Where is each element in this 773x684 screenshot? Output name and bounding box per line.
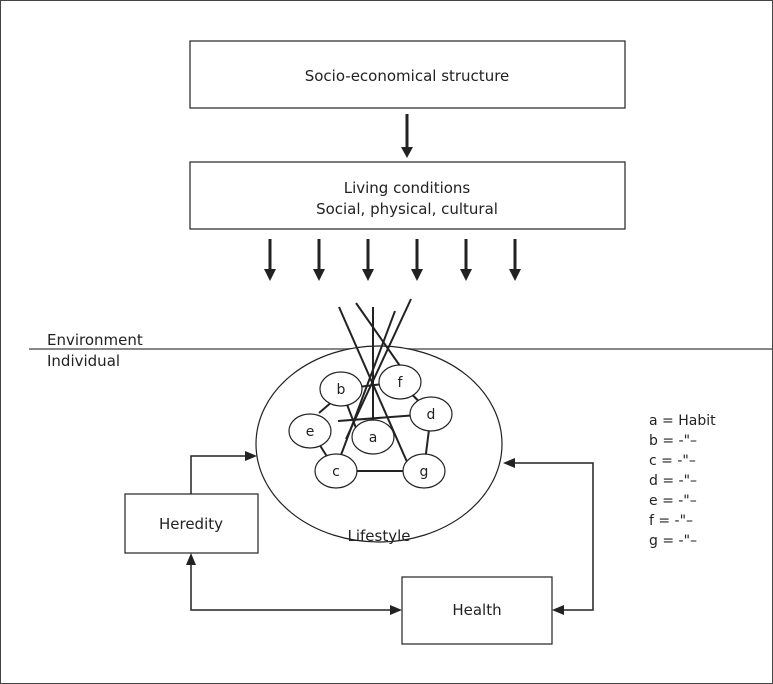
node-e: e xyxy=(288,413,332,449)
legend-item-c: c = -"– xyxy=(649,453,696,469)
influence-arrow-4 xyxy=(411,239,423,281)
structure-label: Socio-economical structure xyxy=(305,67,510,85)
influence-arrow-3 xyxy=(362,239,374,281)
node-f: f xyxy=(378,364,422,400)
environment-label: Environment xyxy=(47,331,143,349)
node-c: c xyxy=(314,453,358,489)
svg-text:e: e xyxy=(306,424,315,440)
svg-text:f: f xyxy=(398,375,404,391)
arrow-lifestyle-health xyxy=(503,458,594,615)
arrow-structure-to-living xyxy=(401,114,413,158)
arrow-heredity-to-lifestyle xyxy=(190,451,257,494)
socio-economical-structure-box: Socio-economical structure xyxy=(189,40,626,109)
svg-text:g: g xyxy=(420,464,429,480)
living-conditions-label: Living conditions xyxy=(344,179,471,197)
node-b: b xyxy=(319,371,363,407)
health-box: Health xyxy=(401,576,553,645)
svg-text:d: d xyxy=(427,407,436,423)
node-d: d xyxy=(409,396,453,432)
influence-arrow-2 xyxy=(313,239,325,281)
influence-arrows xyxy=(264,239,521,281)
node-a: a xyxy=(351,419,395,455)
influence-arrow-6 xyxy=(509,239,521,281)
legend: a = Habit b = -"– c = -"– d = -"– e = -"… xyxy=(649,413,716,549)
influence-arrow-1 xyxy=(264,239,276,281)
heredity-box: Heredity xyxy=(124,493,259,554)
lifestyle-nodes: b f d e a c g xyxy=(288,364,453,489)
legend-item-d: d = -"– xyxy=(649,473,697,489)
influence-arrow-5 xyxy=(460,239,472,281)
arrow-heredity-health xyxy=(186,553,402,615)
health-label: Health xyxy=(452,601,501,619)
legend-item-f: f = -"– xyxy=(649,513,693,529)
heredity-label: Heredity xyxy=(159,515,223,533)
individual-label: Individual xyxy=(47,352,120,370)
legend-item-g: g = -"– xyxy=(649,533,697,549)
node-g: g xyxy=(402,453,446,489)
svg-text:a: a xyxy=(369,430,378,446)
legend-item-b: b = -"– xyxy=(649,433,697,449)
lifestyle-label: Lifestyle xyxy=(347,527,410,545)
living-conditions-sublabel: Social, physical, cultural xyxy=(316,200,498,218)
svg-text:b: b xyxy=(337,382,346,398)
legend-item-e: e = -"– xyxy=(649,493,697,509)
living-conditions-box: Living conditions Social, physical, cult… xyxy=(189,161,626,230)
svg-text:c: c xyxy=(332,464,340,480)
legend-item-a: a = Habit xyxy=(649,413,716,429)
